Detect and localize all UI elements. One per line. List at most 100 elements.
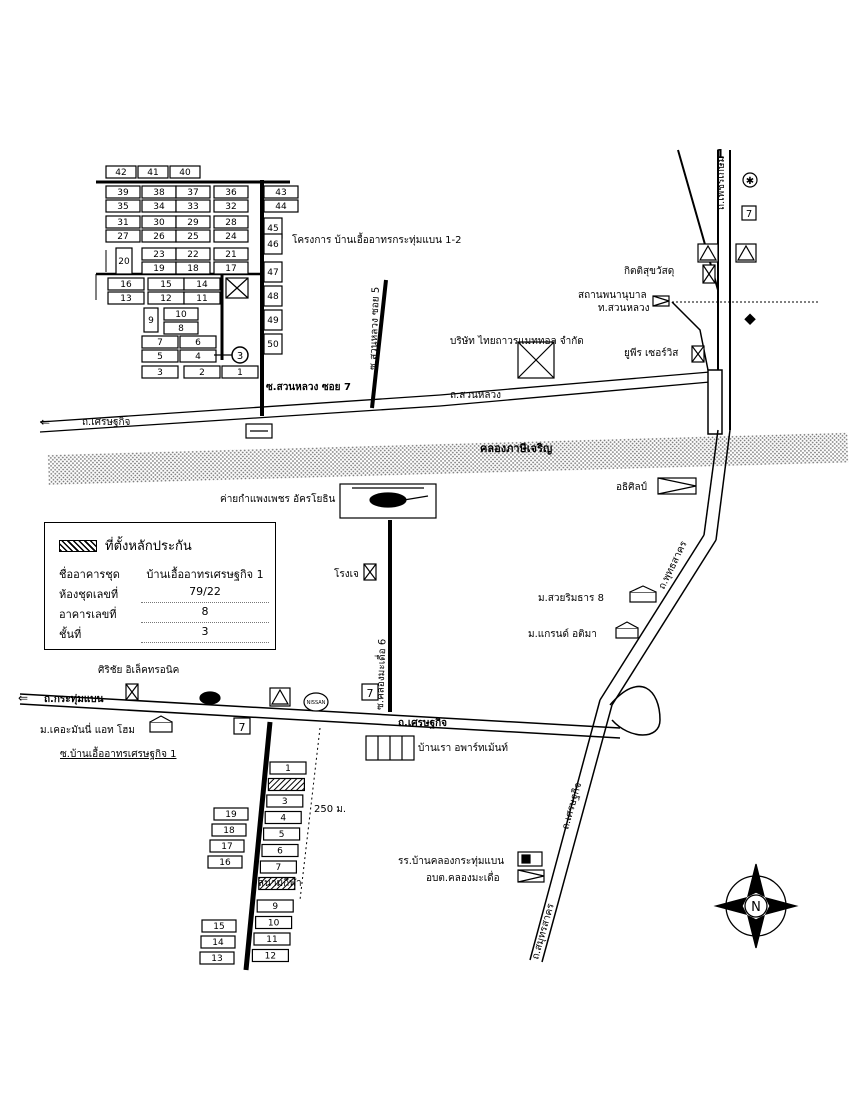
label-school: รร.บ้านคลองกระทุ่มแบน xyxy=(398,855,504,867)
lot-48: 48 xyxy=(263,285,283,307)
lot-8 xyxy=(258,876,296,891)
svg-text:15: 15 xyxy=(160,280,171,290)
svg-text:41: 41 xyxy=(147,168,158,178)
lot-13: 13 xyxy=(107,291,145,305)
label-kittisuk: กิตติสุขวัสดุ xyxy=(624,266,674,277)
svg-text:20: 20 xyxy=(118,257,130,267)
house-icon-suay xyxy=(629,585,657,603)
svg-text:1: 1 xyxy=(237,368,243,378)
label-makro: บริษัท ไทยถาวรแมททอล จำกัด xyxy=(450,335,584,347)
svg-text:16: 16 xyxy=(120,280,132,290)
lot-6: 6 xyxy=(179,335,217,349)
lot-14: 14 xyxy=(183,277,221,291)
label-nursery-sub: ท.สวนหลวง xyxy=(598,303,650,314)
place-labels: โครงการ บ้านเอื้ออาทรกระทุ่มแบน 1-2 กิตต… xyxy=(40,232,678,889)
lot-39: 39 xyxy=(105,185,141,199)
svg-text:26: 26 xyxy=(153,232,165,242)
road-label-setthakit-main: ถ.เศรษฐกิจ xyxy=(398,717,447,729)
svg-text:43: 43 xyxy=(275,188,286,198)
svg-text:10: 10 xyxy=(175,310,187,320)
lot-35: 35 xyxy=(105,199,141,213)
svg-text:4: 4 xyxy=(195,352,201,362)
legend-box: ที่ตั้งหลักประกัน ชื่ออาคารชุด บ้านเอื้อ… xyxy=(44,522,276,650)
lot-18: 18 xyxy=(211,823,247,837)
lot-49: 49 xyxy=(263,309,283,331)
lot-31: 31 xyxy=(105,215,141,229)
lot-20: 20 xyxy=(115,247,133,275)
road-label-setthakit-west: ถ.เศรษฐกิจ xyxy=(82,417,131,428)
lot-16: 16 xyxy=(107,277,145,291)
svg-text:10: 10 xyxy=(268,919,280,929)
legend-row-building: ชื่ออาคารชุด บ้านเอื้ออาทรเศรษฐกิจ 1 xyxy=(59,568,264,581)
svg-text:13: 13 xyxy=(120,294,131,304)
helicopter-icon xyxy=(339,483,437,519)
label-athisilp: อธิศิลป์ xyxy=(616,481,647,493)
svg-text:48: 48 xyxy=(267,292,279,302)
svg-text:34: 34 xyxy=(153,202,165,212)
legend-row-unit: ห้องชุดเลขที่ 79/22 xyxy=(59,585,269,603)
road-label-soi-project: ซ.บ้านเอื้ออาทรเศรษฐกิจ 1 xyxy=(60,746,176,760)
flag-icon-abt xyxy=(517,869,545,883)
lot-5: 5 xyxy=(141,349,179,363)
landmark-icons: 7 7 7 ✱ ⯁ NISSAN xyxy=(125,172,758,883)
lot-17: 17 xyxy=(209,839,245,853)
flag-icon-nursery xyxy=(652,295,670,307)
svg-text:7: 7 xyxy=(157,338,163,348)
lot-1: 1 xyxy=(269,761,307,775)
box-icon-kittisuk xyxy=(702,264,716,284)
house-icon-kaemani xyxy=(149,715,173,733)
nissan-icon: NISSAN xyxy=(303,692,329,712)
svg-text:14: 14 xyxy=(196,280,208,290)
svg-text:18: 18 xyxy=(223,826,235,836)
lot-9: 9 xyxy=(256,899,294,913)
svg-text:8: 8 xyxy=(178,324,184,334)
svg-text:7: 7 xyxy=(746,209,752,220)
svg-text:5: 5 xyxy=(279,830,285,840)
circle-marker: 3 xyxy=(214,346,249,364)
svg-text:N: N xyxy=(751,900,761,915)
svg-text:27: 27 xyxy=(117,232,128,242)
svg-text:3: 3 xyxy=(157,368,163,378)
lot-22: 22 xyxy=(175,247,211,261)
lot-44: 44 xyxy=(263,199,299,213)
lot-15: 15 xyxy=(147,277,185,291)
svg-text:36: 36 xyxy=(225,188,237,198)
label-grand: ม.แกรนด์ อติมา xyxy=(528,628,597,640)
lot-4: 4 xyxy=(179,349,217,363)
svg-text:9: 9 xyxy=(148,316,154,326)
convenience-store-icon-2: 7 xyxy=(361,683,379,701)
mitsubishi-icon: ⯁ xyxy=(744,311,757,330)
lot-16: 16 xyxy=(207,855,243,869)
svg-text:14: 14 xyxy=(212,938,224,948)
svg-text:17: 17 xyxy=(225,264,236,274)
lot-19: 19 xyxy=(141,261,177,275)
svg-text:18: 18 xyxy=(187,264,199,274)
legend-title-row: ที่ตั้งหลักประกัน xyxy=(59,535,192,556)
label-banrao: บ้านเรา อพาร์ทเม้นท์ xyxy=(418,742,508,754)
svg-text:19: 19 xyxy=(153,264,165,274)
lot-1: 1 xyxy=(221,365,259,379)
svg-text:29: 29 xyxy=(187,218,199,228)
svg-text:28: 28 xyxy=(225,218,237,228)
box-icon-ubiz xyxy=(691,345,705,363)
svg-text:9: 9 xyxy=(272,902,278,912)
lot-7: 7 xyxy=(141,335,179,349)
svg-text:42: 42 xyxy=(115,168,126,178)
lot-42: 42 xyxy=(105,165,137,179)
svg-text:22: 22 xyxy=(187,250,198,260)
svg-text:3: 3 xyxy=(237,351,243,362)
road-label-samut-sakhon: ถ.สมุทรสาคร xyxy=(530,902,557,961)
lot-10: 10 xyxy=(255,915,293,930)
road-label-krathum-baen: ถ.กระทุ่มแบน xyxy=(44,693,104,705)
box-icon-siriwat xyxy=(125,683,139,701)
lot-19: 19 xyxy=(213,807,249,821)
star-icon: ✱ xyxy=(742,172,758,188)
svg-text:38: 38 xyxy=(153,188,165,198)
svg-text:35: 35 xyxy=(117,202,128,212)
svg-text:3: 3 xyxy=(282,797,288,807)
svg-text:30: 30 xyxy=(153,218,165,228)
canal: คลองภาษีเจริญ xyxy=(47,432,849,485)
box-icon-factory xyxy=(363,563,377,581)
svg-text:NISSAN: NISSAN xyxy=(307,700,326,706)
